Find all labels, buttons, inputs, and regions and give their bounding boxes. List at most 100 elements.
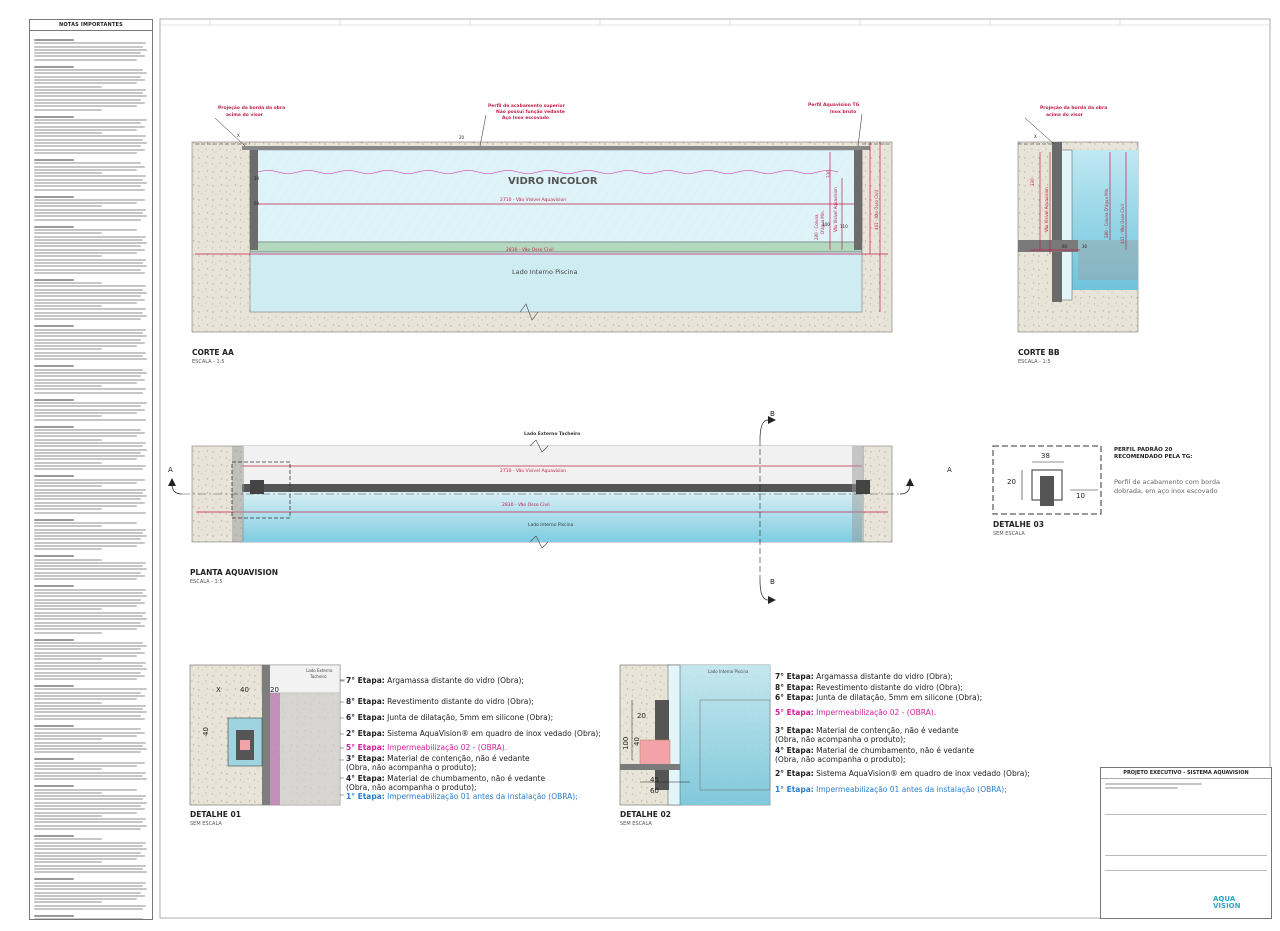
frame-right bbox=[854, 150, 862, 250]
d01-dim-20: 20 bbox=[270, 686, 279, 694]
planta-inner-label: Lado Interno Piscina bbox=[528, 523, 574, 528]
profile-title-2: RECOMENDADO PELA TG: bbox=[1114, 454, 1193, 460]
step-text: Revestimento distante do vidro (Obra); bbox=[384, 697, 534, 706]
step-number: 5° Etapa: bbox=[346, 743, 385, 752]
glass-label: VIDRO INCOLOR bbox=[508, 176, 598, 187]
step-item: 2° Etapa: Sistema AquaVision® em quadro … bbox=[775, 769, 1030, 778]
detalhe-01-title: DETALHE 01 bbox=[190, 810, 241, 819]
water-line bbox=[257, 170, 839, 174]
detalhe-03-drawing bbox=[992, 445, 1102, 515]
step-text: Argamassa distante do vidro (Obra); bbox=[813, 672, 953, 681]
step-text: Impermeabilização 02 - (OBRA). bbox=[813, 708, 937, 717]
step-number: 4° Etapa: bbox=[346, 774, 385, 783]
step-number: 6° Etapa: bbox=[775, 693, 814, 702]
corte-bb-scale: ESCALA - 1:5 bbox=[1018, 359, 1051, 365]
title-block: PROJETO EXECUTIVO - SISTEMA AQUAVISION A… bbox=[1100, 767, 1272, 919]
top-finish-profile bbox=[242, 146, 870, 150]
callout-aa-right-2: Inox bruto bbox=[830, 110, 857, 115]
step-number: 2° Etapa: bbox=[775, 769, 814, 778]
detalhe-02-scale: SEM ESCALA bbox=[620, 821, 652, 827]
detalhe-01-drawing bbox=[189, 664, 345, 806]
corte-bb-drawing bbox=[1017, 117, 1139, 333]
profile-desc-1: Perfil de acabamento com borda bbox=[1114, 478, 1220, 486]
step-number: 1° Etapa: bbox=[775, 785, 814, 794]
step-item: 6° Etapa: Junta de dilatação, 5mm em sil… bbox=[775, 693, 982, 702]
detalhe-02-drawing bbox=[619, 664, 771, 806]
step-text-cont: (Obra, não acompanha o produto); bbox=[775, 755, 906, 764]
plan-water bbox=[242, 492, 862, 542]
corte-bb-title: CORTE BB bbox=[1018, 348, 1060, 357]
callout-aa-mid-3: Aço Inox escovado bbox=[502, 116, 550, 121]
d02-dim-20: 20 bbox=[637, 712, 646, 720]
pool-inner-label: Lado Interno Piscina bbox=[512, 268, 578, 276]
section-a-left: A bbox=[168, 466, 173, 474]
planta-outer-label: Lado Externo Tacheiro bbox=[524, 432, 581, 437]
step-text-cont: (Obra, não acompanha o produto); bbox=[346, 783, 477, 792]
corte-aa-scale: ESCALA - 1:5 bbox=[192, 359, 225, 365]
dim-441-bb: 441 - Vão Osso Civil bbox=[1120, 204, 1125, 244]
step-text: Material de chumbamento, não é vedante bbox=[813, 746, 975, 755]
d02-corner-label: Lado Interno Piscina bbox=[708, 669, 749, 674]
d02-dim-100: 100 bbox=[622, 736, 630, 750]
step-item: 4° Etapa: Material de chumbamento, não é… bbox=[775, 746, 974, 755]
dim-280-bb: 280 - Coluna D'água Mín. bbox=[1104, 187, 1109, 238]
detalhe-03-scale: SEM ESCALA bbox=[993, 531, 1025, 537]
planta-title: PLANTA AQUAVISION bbox=[190, 568, 279, 577]
step-number: 5° Etapa: bbox=[775, 708, 814, 717]
d02-dim-60: 60 bbox=[650, 787, 659, 795]
title-block-rows bbox=[1101, 779, 1271, 874]
step-item: 7° Etapa: Argamassa distante do vidro (O… bbox=[775, 672, 953, 681]
d01-corner-label-2: Tacheiro bbox=[310, 674, 327, 679]
dim-20-d03: 20 bbox=[1007, 478, 1016, 486]
step-text: Impermeabilização 01 antes da instalação… bbox=[813, 785, 1007, 794]
dim-280-aa: 280 - Coluna bbox=[814, 214, 819, 241]
step-item: 1° Etapa: Impermeabilização 01 antes da … bbox=[346, 792, 578, 801]
step-item: 2° Etapa: Sistema AquaVision® em quadro … bbox=[346, 729, 601, 738]
step-text: Impermeabilização 01 antes da instalação… bbox=[384, 792, 578, 801]
step-number: 4° Etapa: bbox=[775, 746, 814, 755]
callout-aa-mid-1: Perfil de acabamento superior bbox=[488, 104, 565, 109]
step-item: 5° Etapa: Impermeabilização 02 - (OBRA). bbox=[775, 708, 936, 717]
step-text: Sistema AquaVision® em quadro de inox ve… bbox=[813, 769, 1030, 778]
sheet-frame bbox=[159, 18, 1271, 919]
callout-bb-2: acima do visor bbox=[1046, 113, 1083, 118]
step-item: 5° Etapa: Impermeabilização 02 - (OBRA). bbox=[346, 743, 507, 752]
section-b-top: B bbox=[770, 410, 775, 418]
callout-aa-right-1: Perfil Aquavision TG bbox=[808, 103, 860, 108]
title-block-heading: PROJETO EXECUTIVO - SISTEMA AQUAVISION bbox=[1101, 768, 1271, 779]
notes-title: NOTAS IMPORTANTES bbox=[30, 20, 152, 31]
detalhe-01-scale: SEM ESCALA bbox=[190, 821, 222, 827]
detalhe-03-title: DETALHE 03 bbox=[993, 520, 1044, 529]
dim-civil-aa: 2830 - Vão Osso Civil bbox=[506, 248, 554, 253]
d01-dim-40-h: 40 bbox=[240, 686, 249, 694]
step-item: 7° Etapa: Argamassa distante do vidro (O… bbox=[346, 676, 524, 685]
step-text: Material de chumbamento, não é vedante bbox=[384, 774, 546, 783]
dim-30-bb: 30 bbox=[1082, 244, 1088, 249]
dim-330-bb: 330 bbox=[1030, 178, 1035, 186]
dim-20-aa: 20 bbox=[459, 135, 465, 140]
dim-60-aa: 60 bbox=[254, 201, 260, 206]
step-item: 1° Etapa: Impermeabilização 01 antes da … bbox=[775, 785, 1007, 794]
dim-60-bb: 60 bbox=[1062, 244, 1068, 249]
dim-330-aa-label: Vão Visível Aquavision bbox=[833, 187, 838, 232]
dim-330-bb-label: Vão Visível Aquavision bbox=[1044, 187, 1049, 232]
step-number: 8° Etapa: bbox=[346, 697, 385, 706]
dim-100-aa: 100 bbox=[822, 222, 830, 227]
callout-bb-1: Projeção da borda da obra bbox=[1040, 106, 1108, 111]
step-text: Argamassa distante do vidro (Obra); bbox=[384, 676, 524, 685]
step-item: 3° Etapa: Material de contenção, não é v… bbox=[346, 754, 530, 763]
step-text-cont: (Obra, não acompanha o produto); bbox=[346, 763, 477, 772]
step-text: Sistema AquaVision® em quadro de inox ve… bbox=[384, 729, 601, 738]
step-number: 6° Etapa: bbox=[346, 713, 385, 722]
plan-frame bbox=[242, 484, 862, 492]
dim-10: 10 bbox=[1076, 492, 1085, 500]
corte-aa-drawing bbox=[191, 113, 893, 333]
d02-dim-40: 40 bbox=[633, 737, 641, 746]
detail-01-callout-box bbox=[231, 461, 291, 519]
dim-x-aa: X bbox=[237, 133, 240, 138]
step-text: Material de contenção, não é vedante bbox=[813, 726, 959, 735]
step-text-cont: (Obra, não acompanha o produto); bbox=[775, 735, 906, 744]
step-item: 8° Etapa: Revestimento distante do vidro… bbox=[346, 697, 534, 706]
